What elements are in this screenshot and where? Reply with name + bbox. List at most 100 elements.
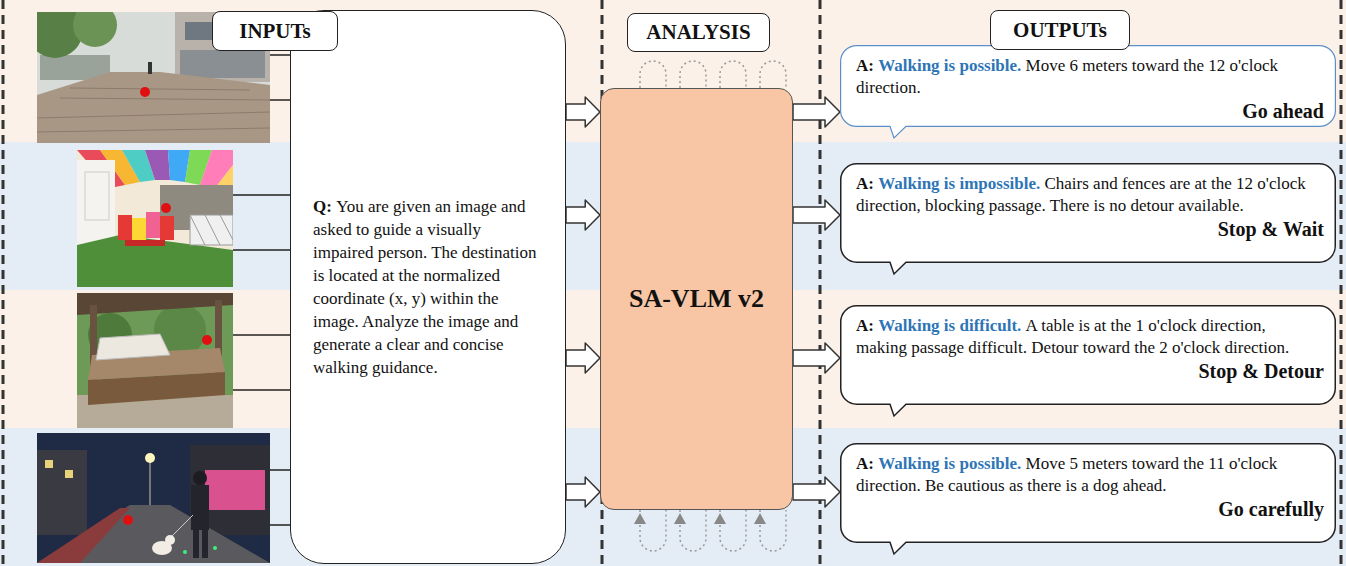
photo-pavement bbox=[37, 72, 270, 143]
photo-fence-bars bbox=[190, 215, 233, 245]
photo-mattress bbox=[96, 334, 170, 360]
input-line bbox=[233, 55, 290, 525]
photo-person-head bbox=[193, 471, 207, 485]
destination-dot bbox=[140, 87, 150, 97]
loop-symbol bbox=[640, 510, 786, 551]
pavilion-photo bbox=[77, 293, 233, 428]
loop-arrowhead bbox=[674, 513, 686, 524]
loop-symbol bbox=[640, 61, 786, 88]
block-arrow bbox=[566, 97, 600, 127]
block-arrow bbox=[793, 477, 840, 507]
photo-bricks bbox=[37, 88, 270, 132]
action-label: Stop & Wait bbox=[856, 217, 1324, 241]
dashed-divider bbox=[1340, 0, 1343, 566]
action-label: Go ahead bbox=[856, 99, 1324, 123]
speech-bubble: A:Walking is possible.Move 5 meters towa… bbox=[840, 443, 1336, 555]
photo-storefront bbox=[180, 50, 265, 78]
section-title: ANALYSIS bbox=[646, 20, 750, 45]
photo-window bbox=[45, 460, 53, 468]
photo-trees bbox=[77, 293, 233, 428]
block-arrow bbox=[566, 343, 600, 373]
speech-bubble: A:Walking is impossible.Chairs and fence… bbox=[840, 163, 1336, 275]
photo-window bbox=[185, 22, 215, 40]
destination-dot bbox=[123, 515, 133, 525]
prompt-box: Q:You are given an image and asked to gu… bbox=[290, 10, 566, 564]
speech-bubble: A:Walking is possible.Move 6 meters towa… bbox=[840, 45, 1336, 139]
dashed-divider bbox=[819, 0, 822, 566]
answer-paragraph: A:Walking is possible.Move 6 meters towa… bbox=[856, 55, 1320, 99]
photo-ground bbox=[77, 150, 233, 287]
bubble-content: A:Walking is difficult.A table is at the… bbox=[840, 305, 1336, 383]
model-name: SA-VLM v2 bbox=[629, 284, 764, 314]
photo-window bbox=[85, 172, 109, 220]
action-label: Go carefully bbox=[856, 497, 1324, 521]
answer-prefix: A: bbox=[856, 56, 874, 75]
status-text: Walking is possible. bbox=[878, 454, 1021, 473]
cafe-photo bbox=[77, 150, 233, 287]
photo-lane bbox=[37, 508, 130, 563]
answer-paragraph: A:Walking is possible.Move 5 meters towa… bbox=[856, 453, 1320, 497]
photo-chair bbox=[146, 212, 160, 238]
answer-prefix: A: bbox=[856, 174, 874, 193]
prompt-prefix: Q: bbox=[313, 197, 332, 216]
answer-prefix: A: bbox=[856, 316, 874, 335]
model-box: SA-VLM v2 bbox=[600, 88, 793, 510]
prompt-paragraph: Q:You are given an image and asked to gu… bbox=[313, 195, 543, 379]
dashed-divider bbox=[2, 0, 5, 566]
action-label: Stop & Detour bbox=[856, 359, 1324, 383]
block-arrow bbox=[566, 200, 600, 230]
block-arrow bbox=[793, 200, 840, 230]
section-label: INPUTs bbox=[212, 11, 338, 51]
section-title: INPUTs bbox=[239, 19, 311, 44]
photo-fence bbox=[190, 215, 233, 245]
photo-dog-head bbox=[165, 535, 175, 545]
photo-leash bbox=[170, 515, 193, 538]
photo-light bbox=[183, 550, 187, 554]
photo-lamp bbox=[145, 453, 155, 463]
block-arrow bbox=[793, 343, 840, 373]
photo-table bbox=[125, 240, 165, 246]
status-text: Walking is possible. bbox=[878, 56, 1021, 75]
bubble-shape bbox=[841, 306, 1336, 416]
bubble-content: A:Walking is possible.Move 6 meters towa… bbox=[840, 45, 1336, 123]
speech-bubble: A:Walking is difficult.A table is at the… bbox=[840, 305, 1336, 417]
photo-light bbox=[213, 546, 217, 550]
loop-arrowhead bbox=[714, 513, 726, 524]
destination-dot bbox=[202, 335, 212, 345]
bubble-shape bbox=[841, 164, 1336, 274]
status-text: Walking is difficult. bbox=[878, 316, 1021, 335]
photo-building bbox=[190, 445, 270, 535]
bubble-shape bbox=[841, 46, 1336, 138]
status-text: Walking is impossible. bbox=[878, 174, 1040, 193]
prompt-text: You are given an image and asked to guid… bbox=[313, 197, 536, 377]
block-arrow bbox=[793, 97, 840, 127]
photo-window bbox=[65, 470, 73, 478]
destination-dot bbox=[161, 203, 171, 213]
photo-building bbox=[37, 450, 87, 535]
photo-street bbox=[37, 505, 270, 563]
bubble-shape bbox=[841, 444, 1336, 554]
bubble-content: A:Walking is possible.Move 5 meters towa… bbox=[840, 443, 1336, 521]
answer-paragraph: A:Walking is impossible.Chairs and fence… bbox=[856, 173, 1320, 217]
photo-sign bbox=[205, 470, 265, 510]
photo-chair bbox=[160, 216, 174, 240]
photo-person-leg bbox=[193, 528, 199, 558]
loop-arrowhead bbox=[634, 513, 646, 524]
photo-roof bbox=[77, 293, 233, 315]
photo-chair bbox=[132, 218, 146, 242]
night-street-photo bbox=[37, 433, 270, 563]
section-title: OUTPUTs bbox=[1013, 18, 1107, 43]
photo-ceiling bbox=[145, 150, 170, 180]
photo-person-leg bbox=[202, 528, 208, 558]
photo-chair bbox=[118, 215, 132, 240]
answer-paragraph: A:Walking is difficult.A table is at the… bbox=[856, 315, 1320, 359]
section-label: ANALYSIS bbox=[627, 13, 770, 52]
answer-prefix: A: bbox=[856, 454, 874, 473]
photo-sky bbox=[37, 433, 270, 563]
loop-arrowhead bbox=[754, 513, 766, 524]
bubble-content: A:Walking is impossible.Chairs and fence… bbox=[840, 163, 1336, 241]
photo-person bbox=[148, 62, 152, 74]
section-label: OUTPUTs bbox=[990, 10, 1130, 50]
photo-tree bbox=[73, 12, 117, 47]
